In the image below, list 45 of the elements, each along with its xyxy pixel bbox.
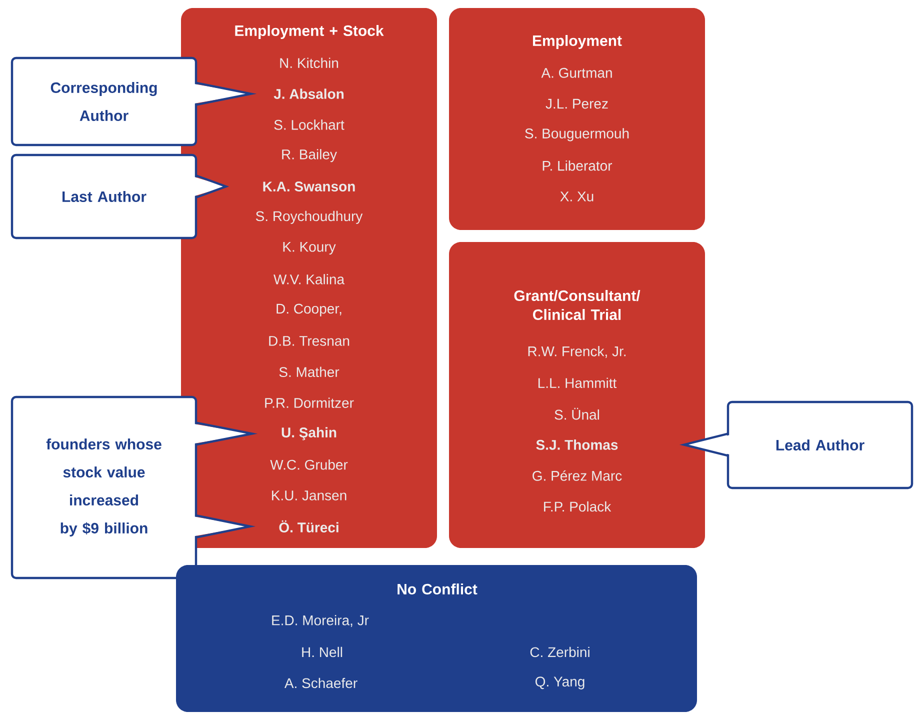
author-name: A. Schaefer xyxy=(284,678,358,688)
box-heading: Grant/Consultant/ Clinical Trial xyxy=(514,290,640,320)
author-name: G. Pérez Marc xyxy=(532,470,622,481)
author-name: E.D. Moreira, Jr xyxy=(272,615,369,627)
callout-pointer xyxy=(679,432,731,457)
box-heading: No Conflict xyxy=(398,583,478,594)
callout-pointer xyxy=(193,422,258,446)
author-name: R. Bailey xyxy=(282,149,337,162)
author-name: S. Bouguermouh xyxy=(525,128,629,142)
author-name: K. Koury xyxy=(283,242,336,255)
author-name: R.W. Frenck, Jr. xyxy=(528,346,626,358)
author-name: F.P. Polack xyxy=(544,501,612,512)
callout-box: Last Author xyxy=(10,154,198,240)
author-name: S. Lockhart xyxy=(274,120,344,130)
author-name: A. Gurtman xyxy=(541,68,612,78)
author-name: H. Nell xyxy=(302,646,342,658)
callout-box: founders whose stock value increased by $9 billion xyxy=(10,396,198,580)
author-name: K.A. Swanson xyxy=(263,182,355,192)
box-heading: Employment xyxy=(533,35,622,49)
author-name: K.U. Jansen xyxy=(272,490,346,500)
callout-box: Lead Author xyxy=(726,400,914,490)
author-name: D. Cooper, xyxy=(276,304,342,316)
author-name: W.C. Gruber xyxy=(270,459,348,470)
callout-box: Corresponding Author xyxy=(10,56,198,146)
author-name: J. Absalon xyxy=(274,88,344,99)
author-name: U. Şahin xyxy=(282,427,336,440)
author-name: X. Xu xyxy=(560,192,594,202)
callout-pointer xyxy=(193,82,257,106)
author-name: D.B. Tresnan xyxy=(269,336,350,346)
callout-pointer xyxy=(193,514,256,538)
author-name: S. Roychoudhury xyxy=(256,210,363,224)
author-name: S. Mather xyxy=(279,366,340,378)
author-name: C. Zerbini xyxy=(530,646,590,658)
box-heading: Employment + Stock xyxy=(235,25,384,39)
author-name: P. Liberator xyxy=(542,160,612,171)
callout-pointer xyxy=(193,174,230,199)
author-name: W.V. Kalina xyxy=(274,274,345,284)
author-name: N. Kitchin xyxy=(280,58,338,68)
author-name: L.L. Hammitt xyxy=(538,378,617,388)
author-name: S.J. Thomas xyxy=(536,440,618,450)
author-name: Q. Yang xyxy=(536,676,584,690)
author-name: Ö. Türeci xyxy=(279,520,338,532)
author-name: J.L. Perez xyxy=(546,98,608,109)
author-name: P.R. Dormitzer xyxy=(265,398,354,408)
author-name: S. Ünal xyxy=(554,408,599,420)
